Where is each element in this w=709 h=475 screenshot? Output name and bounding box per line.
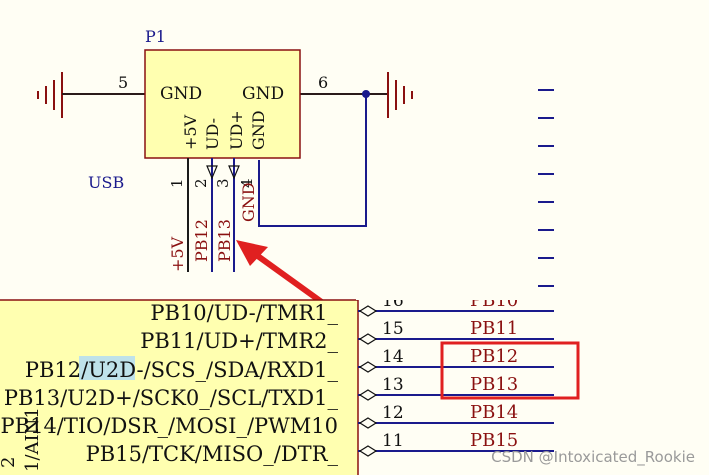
net-label-vbus: +5V [168,236,187,272]
pin-label-gnd-right: GND [242,84,284,104]
net-label-pb12-usb: PB12 [192,219,211,262]
net-label-pb13-usb: PB13 [215,219,234,262]
pin-number-14: 14 [382,347,404,367]
watermark: CSDN @Intoxicated_Rookie [491,448,695,467]
pin-label-gnd-vertical: GND [249,110,268,150]
mcu-pin-pb11: PB11/UD+/TMR2_ [140,329,338,353]
pin-number-5: 5 [118,73,128,92]
pin-number-6: 6 [318,73,328,92]
dash-pins [538,89,554,287]
pin-2-io-marker [206,165,218,180]
mcu-pin-pb12: PB12/U2D-/SCS_/SDA/RXD1_ [25,358,339,382]
pin-numbers: 16 15 14 13 12 11 [382,291,404,451]
mcu-io-markers [358,305,378,457]
pin-3-io-marker [228,165,240,180]
pin-number-1: 1 [168,178,186,188]
crop-band [356,286,566,300]
mcu-pin-wires [358,310,554,452]
net-label-gnd-usb: GND [239,182,258,222]
net-label-pb11: PB11 [470,318,518,339]
net-label-pb13: PB13 [470,374,518,395]
pin-number-3: 3 [214,178,232,188]
wire-gnd-return [258,94,367,227]
mcu-pin-pb10: PB10/UD-/TMR1_ [150,301,338,325]
mcu-pin-pb15: PB15/TCK/MISO_/DTR_ [86,442,339,466]
annotation-arrow [236,240,333,311]
pin-label-ud-minus: UD- [203,118,222,150]
pin-label-vbus: +5V [181,114,200,150]
component-name-usb: USB [88,173,124,192]
ground-symbol-right [387,72,413,118]
usb-connector-body [144,49,301,159]
mcu-body [0,299,359,475]
net-labels: PB10 PB11 PB12 PB13 PB14 PB15 [470,290,518,451]
pin-number-2: 2 [192,178,210,188]
mcu-side-label-ain: 1/AIN1 [22,407,43,472]
pin-label-gnd-left: GND [160,84,202,104]
mcu-side-label-2: 2 [0,457,19,468]
pin-number-13: 13 [382,375,404,395]
connector-designator: P1 [145,27,166,46]
pin-number-11: 11 [382,431,404,451]
net-label-pb14: PB14 [470,402,518,423]
pin-number-4: 4 [238,178,256,188]
mcu-pin-pb14: PB14/TIO/DSR_/MOSI_/PWM10 [1,414,338,438]
pin-number-15: 15 [382,319,404,339]
net-label-pb15: PB15 [470,430,518,451]
highlight-box [440,341,580,400]
net-label-pb12: PB12 [470,346,518,367]
mcu-pin-names: PB10/UD-/TMR1_ PB11/UD+/TMR2_ PB12/U2D-/… [1,301,339,466]
mcu-pin-pb13: PB13/U2D+/SCK0_/SCL/TXD1_ [4,386,339,410]
ground-symbol-left [37,72,63,118]
highlight-u2d-minus [79,356,135,380]
pin-number-12: 12 [382,403,404,423]
pin-label-ud-plus: UD+ [227,110,246,150]
